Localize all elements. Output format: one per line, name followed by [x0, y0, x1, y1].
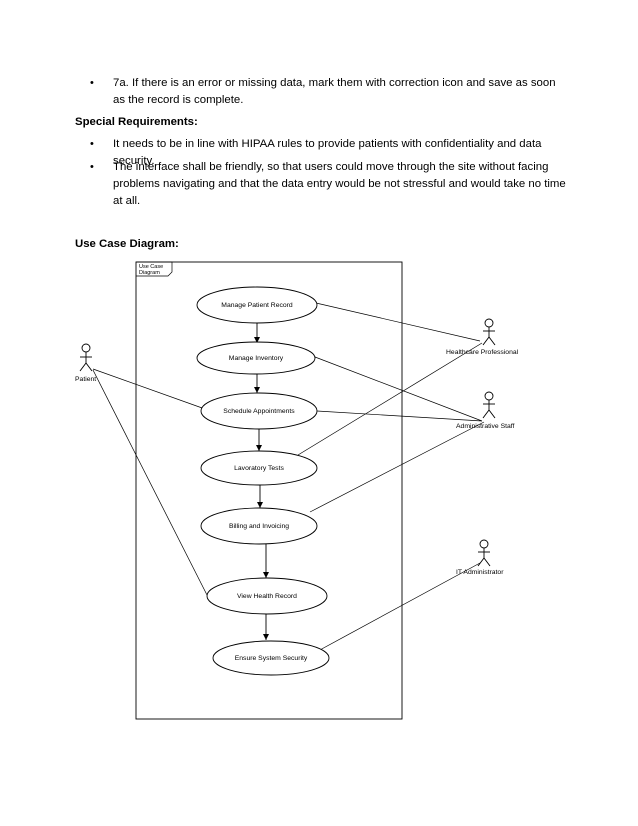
bullet-text: The interface shall be friendly, so that…	[113, 161, 566, 207]
top-bullet-list: • 7a. If there is an error or missing da…	[90, 75, 570, 109]
special-requirements-list: • It needs to be in line with HIPAA rule…	[90, 136, 570, 170]
use-case-label: Ensure System Security	[235, 655, 308, 662]
special-requirements-list-2: • The interface shall be friendly, so th…	[90, 159, 570, 210]
association-line	[315, 302, 481, 342]
actor-it-administrator-icon	[477, 539, 491, 567]
actor-label: Patient	[75, 376, 96, 383]
use-case-view-health-record	[206, 577, 328, 615]
system-boundary	[135, 261, 403, 720]
use-case-billing-invoicing	[200, 507, 318, 545]
use-case-laboratory-tests	[200, 450, 318, 486]
use-case-label: View Health Record	[237, 593, 297, 600]
actor-administrative-staff-icon	[482, 391, 496, 419]
actor-label: Administrative Staff	[456, 423, 515, 430]
bullet-icon: •	[90, 161, 94, 173]
use-case-diagram-heading: Use Case Diagram:	[75, 238, 179, 250]
association-line	[309, 421, 485, 513]
use-case-label: Schedule Appointments	[223, 408, 295, 415]
association-line	[316, 410, 483, 422]
association-line	[314, 356, 483, 422]
association-line	[317, 562, 481, 652]
actor-healthcare-professional-icon	[482, 318, 496, 346]
use-case-manage-patient-record	[196, 286, 318, 324]
list-item: • It needs to be in line with HIPAA rule…	[90, 136, 570, 170]
use-case-label: Manage Inventory	[229, 355, 284, 362]
actor-label: IT Administrator	[456, 569, 504, 576]
association-line	[92, 369, 208, 596]
frame-label-line1: Use Case	[139, 264, 163, 270]
actor-patient-icon	[79, 343, 93, 372]
bullet-icon: •	[90, 77, 94, 89]
use-case-manage-inventory	[196, 341, 316, 375]
use-case-label: Lavoratory Tests	[234, 465, 284, 472]
list-item: • The interface shall be friendly, so th…	[90, 159, 570, 210]
use-case-label: Manage Patient Record	[221, 302, 293, 309]
flow-arrows	[254, 323, 269, 640]
bullet-text: 7a. If there is an error or missing data…	[113, 77, 556, 106]
use-case-ensure-system-security	[212, 640, 330, 676]
special-requirements-heading: Special Requirements:	[75, 116, 198, 128]
use-case-label: Billing and Invoicing	[229, 523, 289, 530]
association-line	[92, 368, 206, 410]
use-case-schedule-appointments	[200, 392, 318, 430]
bullet-text: It needs to be in line with HIPAA rules …	[113, 138, 542, 167]
actor-label: Healthcare Professional	[446, 349, 519, 356]
frame-label-line2: Diagram	[139, 270, 160, 276]
association-line	[297, 342, 483, 456]
frame-label-tab	[136, 261, 173, 277]
bullet-icon: •	[90, 138, 94, 150]
associations	[92, 302, 485, 652]
list-item: • 7a. If there is an error or missing da…	[90, 75, 570, 109]
